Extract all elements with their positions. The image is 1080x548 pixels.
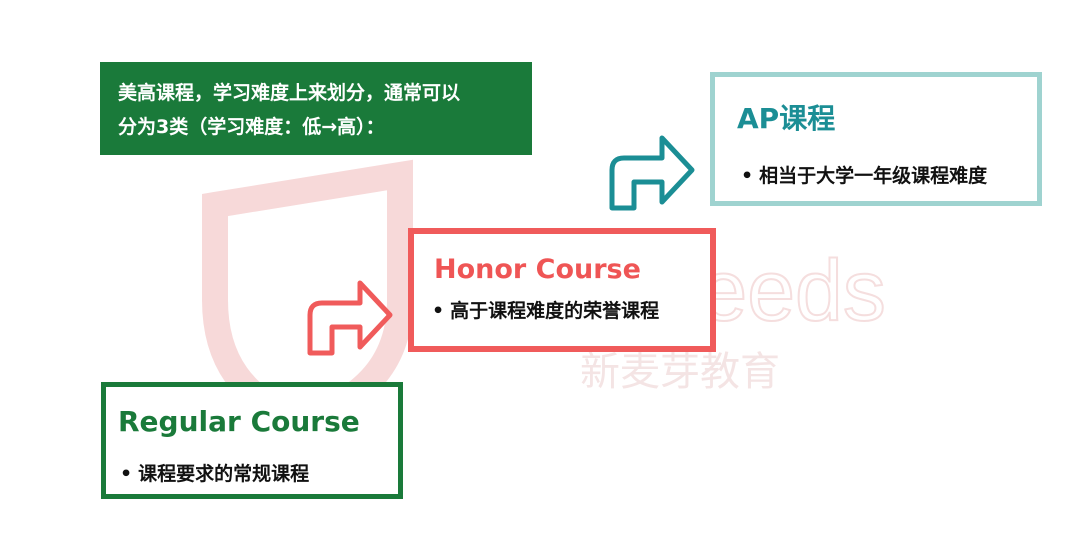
red-turn-arrow-icon (307, 280, 393, 356)
bullet-dot-icon: • (741, 165, 754, 187)
honor-course-bullet-text: 高于课程难度的荣誉课程 (450, 300, 660, 322)
honor-course-description: •高于课程难度的荣誉课程 (432, 296, 659, 323)
bullet-dot-icon: • (432, 300, 445, 322)
ap-course-title: AP课程 (737, 102, 836, 135)
ap-course-box: AP课程 •相当于大学一年级课程难度 (710, 72, 1042, 206)
honor-course-box: Honor Course •高于课程难度的荣誉课程 (408, 228, 716, 352)
intro-line-2: 分为3类（学习难度：低→高）： (118, 116, 385, 138)
watermark-brand-cn: 新麦芽教育 (580, 349, 780, 395)
bullet-dot-icon: • (120, 463, 133, 485)
intro-line-1: 美高课程，学习难度上来划分，通常可以 (118, 82, 461, 104)
regular-course-box: Regular Course •课程要求的常规课程 (101, 382, 403, 499)
ap-course-description: •相当于大学一年级课程难度 (741, 161, 987, 188)
honor-course-title: Honor Course (434, 254, 641, 285)
regular-course-title: Regular Course (118, 405, 360, 438)
regular-course-description: •课程要求的常规课程 (120, 459, 309, 486)
ap-course-bullet-text: 相当于大学一年级课程难度 (759, 165, 988, 187)
intro-banner: 美高课程，学习难度上来划分，通常可以 分为3类（学习难度：低→高）： (100, 62, 532, 155)
regular-course-bullet-text: 课程要求的常规课程 (138, 463, 310, 485)
teal-turn-arrow-icon (609, 135, 695, 211)
